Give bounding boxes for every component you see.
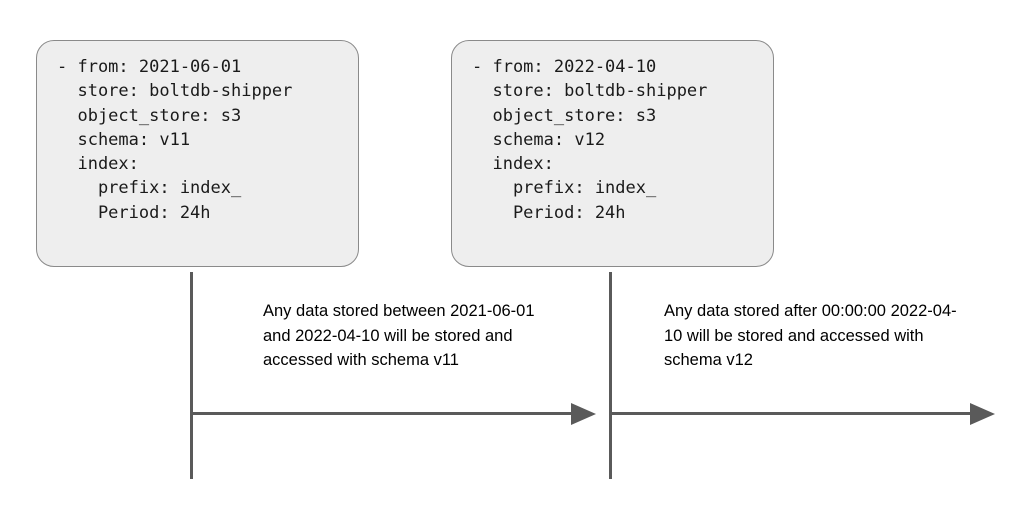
timeline-arrowhead-end-icon xyxy=(970,402,995,425)
timeline-axis-segment-v12 xyxy=(611,412,970,415)
timeline-arrowhead-mid-icon xyxy=(571,402,596,425)
annotation-period-v11: Any data stored between 2021-06-01 and 2… xyxy=(263,302,535,370)
timeline-axis-segment-v11 xyxy=(191,412,571,415)
schema-config-box-v12: - from: 2022-04-10 store: boltdb-shipper… xyxy=(451,40,774,267)
timeline-marker-line-2022-04-10 xyxy=(609,272,612,479)
schema-config-text-v12: - from: 2022-04-10 store: boltdb-shipper… xyxy=(472,57,708,223)
schema-config-box-v11: - from: 2021-06-01 store: boltdb-shipper… xyxy=(36,40,359,267)
annotation-period-v12: Any data stored after 00:00:00 2022-04-1… xyxy=(664,302,957,370)
schema-config-text-v11: - from: 2021-06-01 store: boltdb-shipper… xyxy=(57,57,293,223)
timeline-marker-line-2021-06-01 xyxy=(190,272,193,479)
